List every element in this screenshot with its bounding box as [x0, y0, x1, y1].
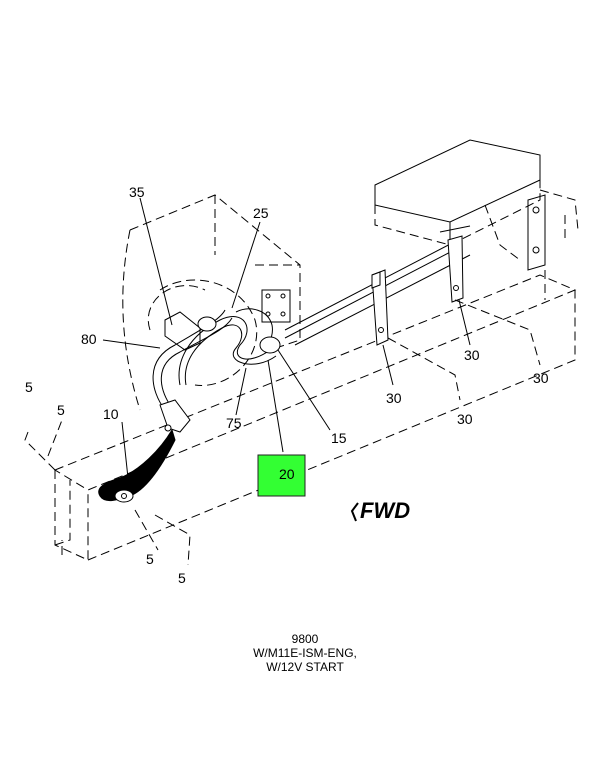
fwd-label: FWD: [360, 498, 410, 523]
clamp-bracket-30-left: [371, 269, 389, 346]
callout-30-a: 30: [386, 390, 402, 406]
caption-line-2: W/M11E-ISM-ENG,: [253, 646, 357, 660]
callout-80: 80: [81, 331, 97, 347]
callout-20: 20: [279, 466, 295, 482]
callout-25: 25: [253, 205, 269, 221]
leader-lines: [24, 197, 541, 566]
bracket-35: [164, 289, 291, 351]
caption-line-1: 9800: [291, 632, 319, 646]
ground-strap-10: [98, 424, 176, 503]
caption-line-3: W/12V START: [266, 660, 344, 674]
callout-30-c: 30: [464, 347, 480, 363]
callout-30-d: 30: [533, 370, 549, 386]
callout-10: 10: [103, 406, 119, 422]
callout-30-b: 30: [457, 411, 473, 427]
fwd-arrow-icon: FWD: [350, 498, 410, 523]
clamp-bracket-30-right: [439, 225, 471, 303]
highlighted-part-20[interactable]: [257, 454, 306, 497]
frame-rail: [53, 274, 577, 561]
callout-5-a: 5: [25, 379, 33, 395]
engine-shroud: [122, 194, 301, 411]
battery-box: [374, 139, 579, 300]
callout-5-d: 5: [178, 570, 186, 586]
battery-cables: [152, 308, 281, 433]
callout-75: 75: [226, 415, 242, 431]
callout-15: 15: [331, 430, 347, 446]
callout-5-b: 5: [57, 402, 65, 418]
callout-5-c: 5: [146, 551, 154, 567]
callout-35: 35: [129, 184, 145, 200]
